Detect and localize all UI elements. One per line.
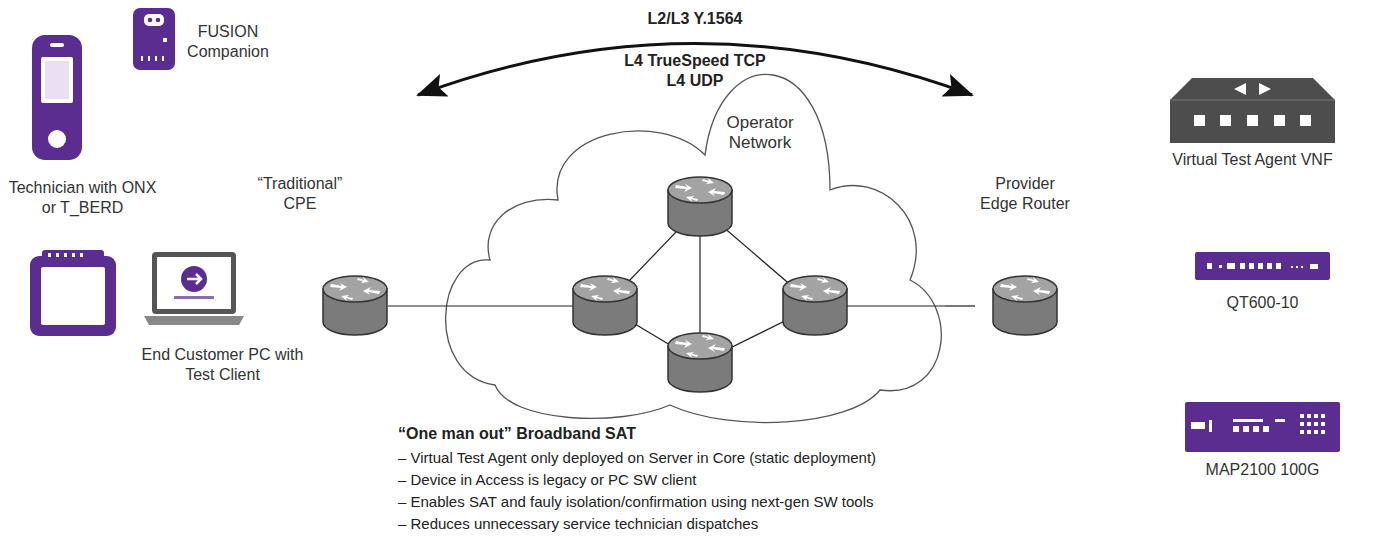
node-label: FUSION Companion <box>183 22 273 62</box>
device-icon <box>144 252 244 332</box>
device-node: FUSION Companion <box>133 8 268 74</box>
node-label: Virtual Test Agent VNF <box>1140 150 1365 170</box>
cloud-outline <box>430 55 945 425</box>
device-node: QT600-10 <box>1180 252 1345 322</box>
device-node: MAP2100 100G <box>1175 402 1350 487</box>
note-line: – Device in Access is legacy or PC SW cl… <box>398 471 696 488</box>
router-node: “Traditional” CPE <box>250 170 388 340</box>
protocol-label: L4 TrueSpeed TCP <box>495 52 895 70</box>
link-line <box>945 305 975 306</box>
device-node: Technician with ONX or T_BERD <box>0 35 165 227</box>
note-line: – Virtual Test Agent only deployed on Se… <box>398 449 876 466</box>
note-line: – Reduces unnecessary service technician… <box>398 515 758 532</box>
router-node: Provider Edge Router <box>975 170 1075 340</box>
cloud-region: Operator Network <box>430 55 945 425</box>
link-line <box>388 305 430 306</box>
test-path-arrow <box>418 44 972 96</box>
device-icon <box>1170 78 1335 143</box>
device-node: Virtual Test Agent VNF <box>1140 78 1365 178</box>
device-icon <box>1185 402 1340 452</box>
device-icon <box>322 275 388 337</box>
node-label: Operator Network <box>700 113 820 153</box>
device-node: End Customer PC with Test Client <box>140 252 305 397</box>
node-label: MAP2100 100G <box>1175 460 1350 480</box>
node-label: Provider Edge Router <box>975 174 1075 214</box>
node-label: “Traditional” CPE <box>250 174 350 214</box>
node-label: QT600-10 <box>1180 293 1345 313</box>
node-label: Technician with ONX or T_BERD <box>0 178 165 218</box>
device-icon <box>992 275 1058 337</box>
node-label: End Customer PC with Test Client <box>140 345 305 385</box>
protocol-label: L4 UDP <box>495 72 895 90</box>
note-line: – Enables SAT and fauly isolation/confir… <box>398 493 874 510</box>
protocol-label: L2/L3 Y.1564 <box>495 10 895 28</box>
device-icon <box>1195 252 1330 280</box>
note-heading: “One man out” Broadband SAT <box>398 425 636 443</box>
device-icon <box>133 8 175 70</box>
device-icon <box>32 35 82 160</box>
tablet-tester <box>30 250 116 336</box>
